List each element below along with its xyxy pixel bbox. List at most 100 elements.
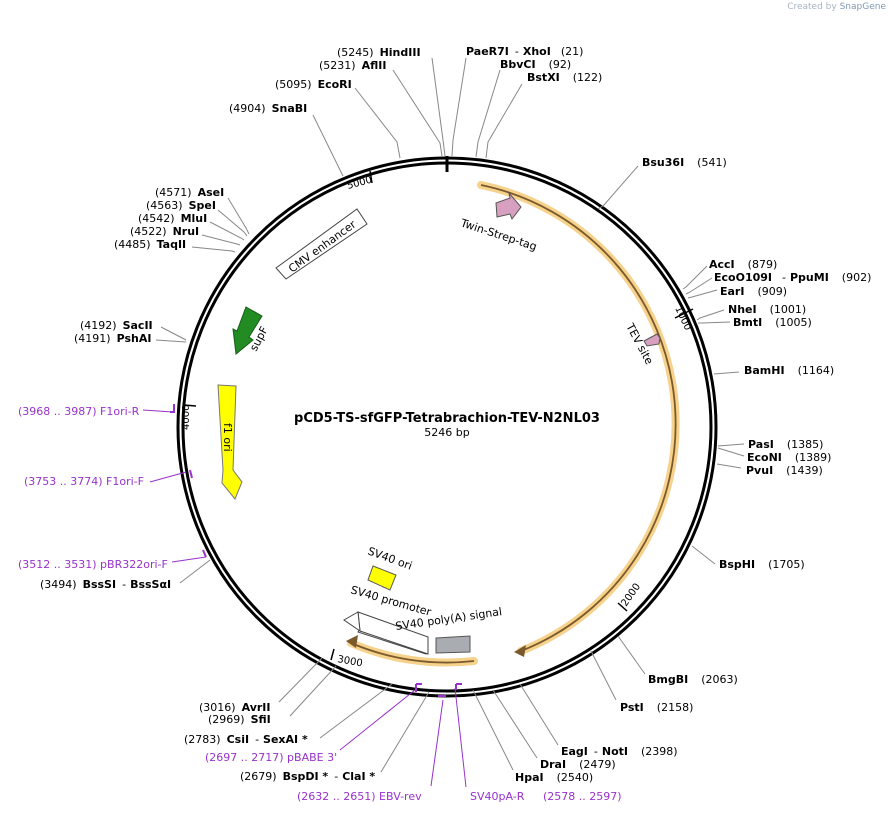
svg-text:BamHI(1164): BamHI(1164) — [744, 364, 834, 377]
svg-text:(5231)AflII: (5231)AflII — [319, 59, 386, 72]
svg-text:(4485)TaqII: (4485)TaqII — [114, 238, 186, 251]
svg-text:(4542)MluI: (4542)MluI — [138, 212, 207, 225]
site-mlui: (4542)MluI — [138, 212, 245, 241]
svg-text:BspHI(1705): BspHI(1705) — [719, 558, 805, 571]
site-econi: EcoNI(1389) — [717, 447, 831, 464]
site-eari: EarI(909) — [687, 285, 787, 299]
svg-text:BbvCI(92): BbvCI(92) — [500, 58, 571, 71]
snapgene-watermark: Created by SnapGene — [787, 2, 886, 12]
site-pshai: (4191)PshAI — [74, 332, 187, 345]
site-avrii: (3016)AvrII — [199, 657, 323, 714]
svg-text:(4522)NruI: (4522)NruI — [130, 225, 199, 238]
site-eagi-noti: EagI-NotI(2398) — [519, 683, 678, 758]
site-paer7i-xhoi: PaeR7I-XhoI(21) — [451, 45, 583, 157]
svg-text:(2578 .. 2597): (2578 .. 2597) — [543, 790, 622, 803]
site-hindiii: (5245)HindIII — [337, 46, 446, 157]
site-bamhi: BamHI(1164) — [713, 364, 834, 377]
primer-sv40pa-r: SV40pA-R (2578 .. 2597) — [454, 683, 622, 803]
svg-text:Twin-Strep-tag: Twin-Strep-tag — [458, 216, 538, 253]
site-ecori: (5095)EcoRI — [275, 78, 401, 159]
cmv-enhancer-feature: CMV enhancer — [275, 208, 368, 280]
svg-text:(3968 .. 3987) F1ori-R: (3968 .. 3987) F1ori-R — [18, 405, 140, 418]
svg-text:CMV enhancer: CMV enhancer — [286, 218, 359, 276]
site-spei: (4563)SpeI — [146, 199, 248, 237]
svg-text:EarI(909): EarI(909) — [720, 285, 787, 298]
svg-text:BstXI(122): BstXI(122) — [527, 71, 602, 84]
site-taqii: (4485)TaqII — [114, 238, 236, 253]
site-nrui: (4522)NruI — [130, 225, 241, 246]
svg-text:AccI(879): AccI(879) — [709, 258, 777, 271]
site-aflii: (5231)AflII — [319, 59, 443, 157]
svg-text:(4192)SacII: (4192)SacII — [80, 319, 153, 332]
site-psti: PstI(2158) — [590, 650, 693, 714]
svg-text:EcoNI(1389): EcoNI(1389) — [747, 451, 831, 464]
site-bmti: BmtI(1005) — [698, 316, 812, 329]
primer-pbabe-3: (2697 .. 2717) pBABE 3' — [205, 683, 422, 764]
svg-text:DraI(2479): DraI(2479) — [540, 758, 616, 771]
svg-text:BmgBI(2063): BmgBI(2063) — [648, 673, 738, 686]
svg-text:PaeR7I-XhoI(21): PaeR7I-XhoI(21) — [466, 45, 583, 58]
svg-text:EagI-NotI(2398): EagI-NotI(2398) — [561, 745, 678, 758]
cds-feature-arrow — [346, 181, 680, 667]
snapgene-brand: SnapGene — [839, 2, 886, 12]
site-bstxi: BstXI(122) — [485, 71, 602, 159]
plasmid-size: 5246 bp — [424, 426, 469, 439]
site-pvui: PvuI(1439) — [716, 463, 823, 477]
sv40-ori-feature: SV40 ori — [366, 545, 414, 591]
site-asei: (4571)AseI — [155, 186, 250, 235]
site-sacii: (4192)SacII — [80, 319, 187, 341]
svg-text:(4563)SpeI: (4563)SpeI — [146, 199, 216, 212]
svg-text:4000: 4000 — [181, 405, 192, 430]
plasmid-name: pCD5-TS-sfGFP-Tetrabrachion-TEV-N2NL03 — [294, 411, 600, 426]
supf-feature: supF — [232, 306, 271, 355]
svg-text:(2783)CsiI-SexAI *: (2783)CsiI-SexAI * — [184, 733, 308, 746]
svg-text:SV40pA-R: SV40pA-R — [470, 790, 525, 803]
site-snabi: (4904)SnaBI — [229, 102, 344, 177]
svg-text:PvuI(1439): PvuI(1439) — [746, 464, 823, 477]
site-bsphi: BspHI(1705) — [691, 545, 805, 571]
site-hpai: HpaI(2540) — [472, 689, 593, 784]
primer-f1ori-f: (3753 .. 3774) F1ori-F — [24, 469, 193, 488]
svg-text:(2679)BspDI *-ClaI *: (2679)BspDI *-ClaI * — [240, 770, 375, 783]
site-drai: DraI(2479) — [492, 689, 616, 771]
svg-text:PstI(2158): PstI(2158) — [620, 701, 693, 714]
svg-text:(5095)EcoRI: (5095)EcoRI — [275, 78, 352, 91]
site-bspdi-clai: (2679)BspDI *-ClaI * — [240, 691, 430, 783]
site-bsssi-bsssai: (3494)BssSI-BssSαI — [40, 559, 211, 591]
svg-text:(3512 .. 3531) pBR322ori-F: (3512 .. 3531) pBR322ori-F — [18, 558, 168, 571]
svg-text:(3494)BssSI-BssSαI: (3494)BssSI-BssSαI — [40, 578, 171, 591]
site-ecoo109i-ppumi: EcoO109I-PpuMI(902) — [685, 271, 871, 295]
site-acci: AccI(879) — [682, 258, 777, 290]
svg-text:(3016)AvrII: (3016)AvrII — [199, 701, 270, 714]
svg-text:Bsu36I(541): Bsu36I(541) — [642, 156, 727, 169]
site-csii-sexai: (2783)CsiI-SexAI * — [184, 683, 393, 746]
site-nhei: NheI(1001) — [696, 303, 806, 321]
primer-ebv-rev: (2632 .. 2651) EBV-rev — [297, 695, 446, 803]
svg-text:EcoO109I-PpuMI(902): EcoO109I-PpuMI(902) — [714, 271, 871, 284]
svg-text:3000: 3000 — [336, 654, 363, 669]
site-bsu36i: Bsu36I(541) — [597, 156, 727, 210]
svg-text:BmtI(1005): BmtI(1005) — [733, 316, 812, 329]
svg-text:(4571)AseI: (4571)AseI — [155, 186, 224, 199]
primer-f1ori-r: (3968 .. 3987) F1ori-R — [18, 404, 175, 418]
svg-text:(2632 .. 2651) EBV-rev: (2632 .. 2651) EBV-rev — [297, 790, 422, 803]
f1-ori-feature: f1 ori — [217, 384, 243, 500]
svg-text:HpaI(2540): HpaI(2540) — [515, 771, 593, 784]
tick-3000: 3000 — [330, 648, 363, 669]
svg-text:(3753 .. 3774) F1ori-F: (3753 .. 3774) F1ori-F — [24, 475, 144, 488]
svg-text:NheI(1001): NheI(1001) — [728, 303, 806, 316]
svg-text:(5245)HindIII: (5245)HindIII — [337, 46, 421, 59]
site-pasi: PasI(1385) — [717, 438, 823, 451]
site-bmgbi: BmgBI(2063) — [617, 635, 738, 686]
site-sfii: (2969)SfiI — [208, 665, 337, 726]
svg-text:(2969)SfiI: (2969)SfiI — [208, 713, 271, 726]
svg-text:(4191)PshAI: (4191)PshAI — [74, 332, 151, 345]
svg-text:f1 ori: f1 ori — [221, 423, 234, 452]
site-bbvci: BbvCI(92) — [475, 58, 571, 158]
tick-4000: 4000 — [181, 404, 197, 430]
svg-text:(2697 .. 2717) pBABE 3': (2697 .. 2717) pBABE 3' — [205, 751, 337, 764]
svg-text:(4904)SnaBI: (4904)SnaBI — [229, 102, 307, 115]
svg-text:PasI(1385): PasI(1385) — [748, 438, 823, 451]
primer-pbr322ori-f: (3512 .. 3531) pBR322ori-F — [18, 549, 207, 571]
